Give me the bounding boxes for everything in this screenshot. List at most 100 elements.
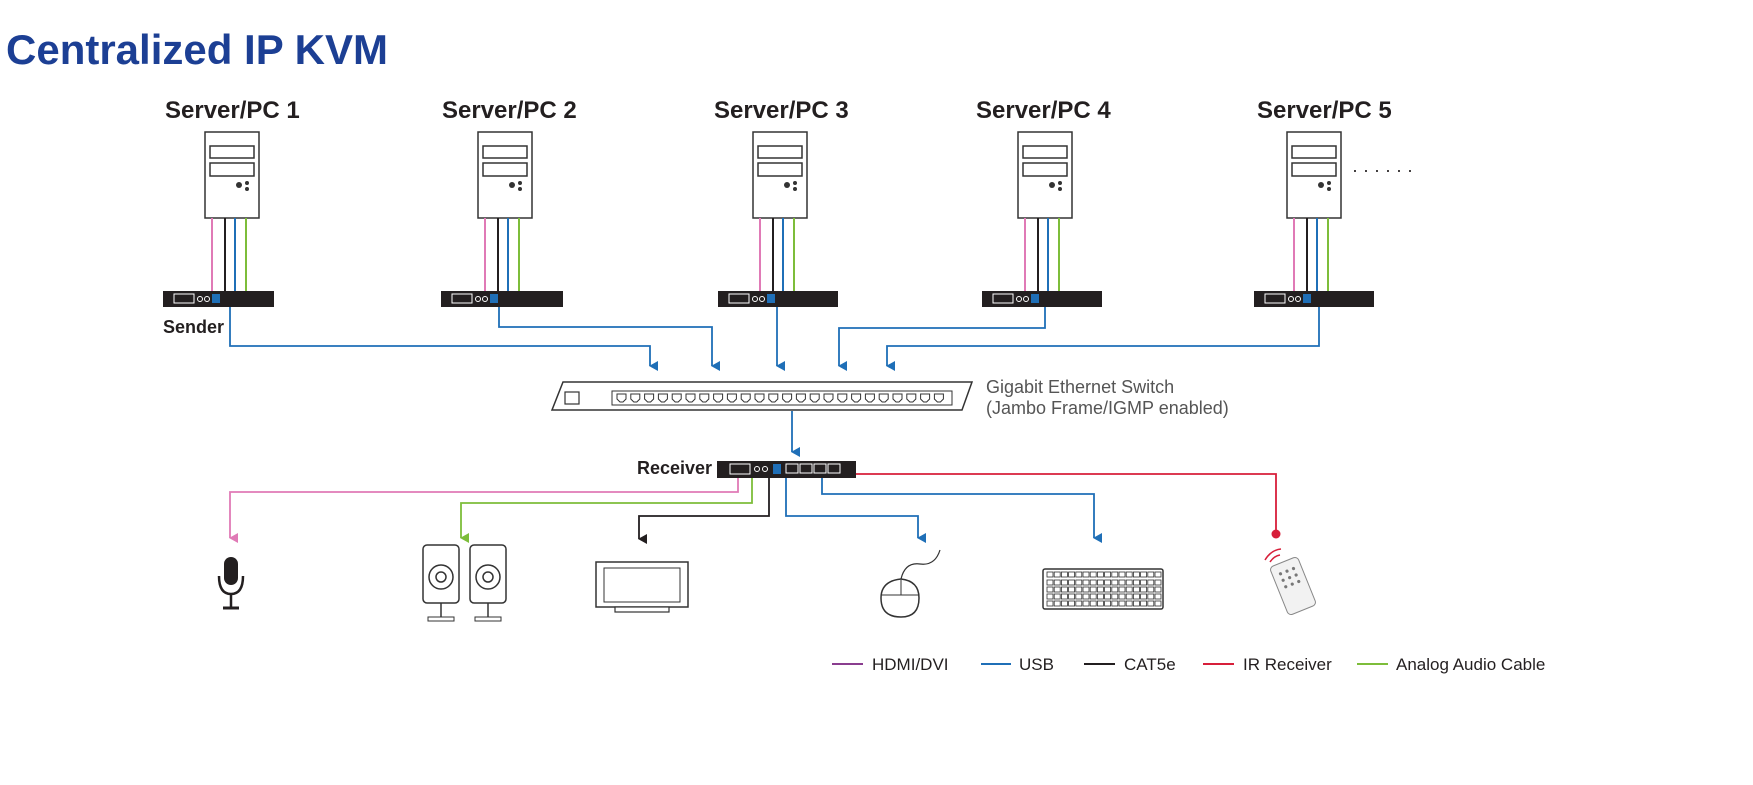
switch-port-icon	[685, 393, 696, 403]
switch-port-icon	[616, 393, 627, 403]
keyboard-key	[1111, 579, 1119, 586]
server-tower-icon	[204, 131, 260, 219]
server-column-4	[1017, 131, 1073, 292]
keyboard-key	[1068, 593, 1075, 600]
sender-box-5	[1254, 291, 1374, 307]
peripheral-links	[229, 473, 1277, 544]
server-column-2	[477, 131, 533, 292]
ir-remote-icon	[1264, 548, 1316, 616]
keyboard-key	[1133, 593, 1140, 600]
keyboard-key	[1089, 600, 1097, 607]
speakers-icon	[422, 544, 507, 622]
keyboard-key	[1046, 600, 1054, 607]
keyboard-key	[1068, 571, 1075, 578]
switch-port-icon	[823, 393, 834, 403]
keyboard-key	[1154, 586, 1162, 593]
cables-down	[211, 218, 247, 292]
keyboard-key	[1053, 571, 1061, 578]
keyboard-key	[1104, 586, 1111, 593]
keyboard-key	[1053, 600, 1061, 607]
keyboard-key	[1082, 600, 1090, 607]
keyboard-key	[1147, 579, 1155, 586]
server-column-1	[204, 131, 260, 292]
keyboard-key	[1068, 600, 1075, 607]
keyboard-key	[1061, 579, 1068, 586]
switch-port-icon	[671, 393, 682, 403]
ethernet-switch-icon	[550, 381, 974, 411]
keyboard-key	[1147, 593, 1155, 600]
more-servers-ellipsis: · · · · · ·	[1352, 160, 1413, 180]
switch-port-icon	[837, 393, 848, 403]
keyboard-key	[1082, 571, 1090, 578]
switch-port-icon	[906, 393, 917, 403]
keyboard-key	[1154, 600, 1162, 607]
keyboard-key	[1140, 600, 1147, 607]
keyboard-key	[1097, 600, 1104, 607]
keyboard-key	[1068, 579, 1075, 586]
keyboard-key	[1053, 593, 1061, 600]
keyboard-key	[1118, 593, 1126, 600]
keyboard-key	[1075, 600, 1083, 607]
keyboard-key	[1046, 579, 1054, 586]
page-title: Centralized IP KVM	[6, 26, 388, 73]
sender-label: Sender	[163, 317, 224, 337]
keyboard-key	[1125, 586, 1133, 593]
switch-port-icon	[657, 393, 668, 403]
keyboard-key	[1046, 571, 1054, 578]
server-tower-icon	[1286, 131, 1342, 219]
keyboard-key	[1082, 593, 1090, 600]
server-tower-icon	[752, 131, 808, 219]
legend-item-usb: USB	[981, 655, 1054, 674]
switch-label-line1: Gigabit Ethernet Switch	[986, 377, 1174, 397]
keyboard-key	[1125, 593, 1133, 600]
switch-port-icon	[795, 393, 806, 403]
server-tower-icon	[1017, 131, 1073, 219]
keyboard-key	[1147, 571, 1155, 578]
keyboard-key	[1154, 593, 1162, 600]
keyboard-key	[1154, 571, 1162, 578]
legend-label-audio: Analog Audio Cable	[1396, 655, 1545, 674]
switch-port-icon	[851, 393, 862, 403]
server-label-1: Server/PC 1	[165, 97, 300, 124]
keyboard-key	[1061, 586, 1068, 593]
switch-port-icon	[768, 393, 779, 403]
legend-item-hdmi: HDMI/DVI	[832, 655, 949, 674]
keyboard-key	[1111, 586, 1119, 593]
keyboard-key	[1053, 586, 1061, 593]
keyboard-key	[1125, 600, 1133, 607]
keyboard-key	[1075, 586, 1083, 593]
mouse-icon	[880, 549, 941, 618]
legend-item-cat5e: CAT5e	[1084, 655, 1176, 674]
keyboard-key	[1154, 579, 1162, 586]
keyboard-key	[1075, 593, 1083, 600]
network-links	[229, 307, 1320, 371]
keyboard-key	[1111, 571, 1119, 578]
server-column-5	[1286, 131, 1342, 292]
sender-box-3	[718, 291, 838, 307]
keyboard-key	[1104, 600, 1111, 607]
switch-port-icon	[713, 393, 724, 403]
server-tower-icon	[477, 131, 533, 219]
keyboard-key	[1118, 600, 1126, 607]
keyboard-key	[1104, 579, 1111, 586]
sender-box-2	[441, 291, 563, 307]
switch-label-line2: (Jambo Frame/IGMP enabled)	[986, 398, 1229, 418]
keyboard-key	[1104, 571, 1111, 578]
keyboard-key	[1061, 600, 1068, 607]
switch-port-icon	[809, 393, 820, 403]
switch-port-icon	[864, 393, 875, 403]
keyboard-key	[1133, 586, 1140, 593]
switch-port-icon	[920, 393, 931, 403]
keyboard-key	[1147, 586, 1155, 593]
keyboard-key	[1125, 571, 1133, 578]
switch-port-icon	[754, 393, 765, 403]
legend-label-cat5e: CAT5e	[1124, 655, 1176, 674]
keyboard-key	[1133, 579, 1140, 586]
keyboard-key	[1097, 579, 1104, 586]
keyboard-key	[1118, 571, 1126, 578]
keyboard-key	[1140, 571, 1147, 578]
switch-port-icon	[644, 393, 655, 403]
switch-port-icon	[699, 393, 710, 403]
keyboard-key	[1089, 586, 1097, 593]
